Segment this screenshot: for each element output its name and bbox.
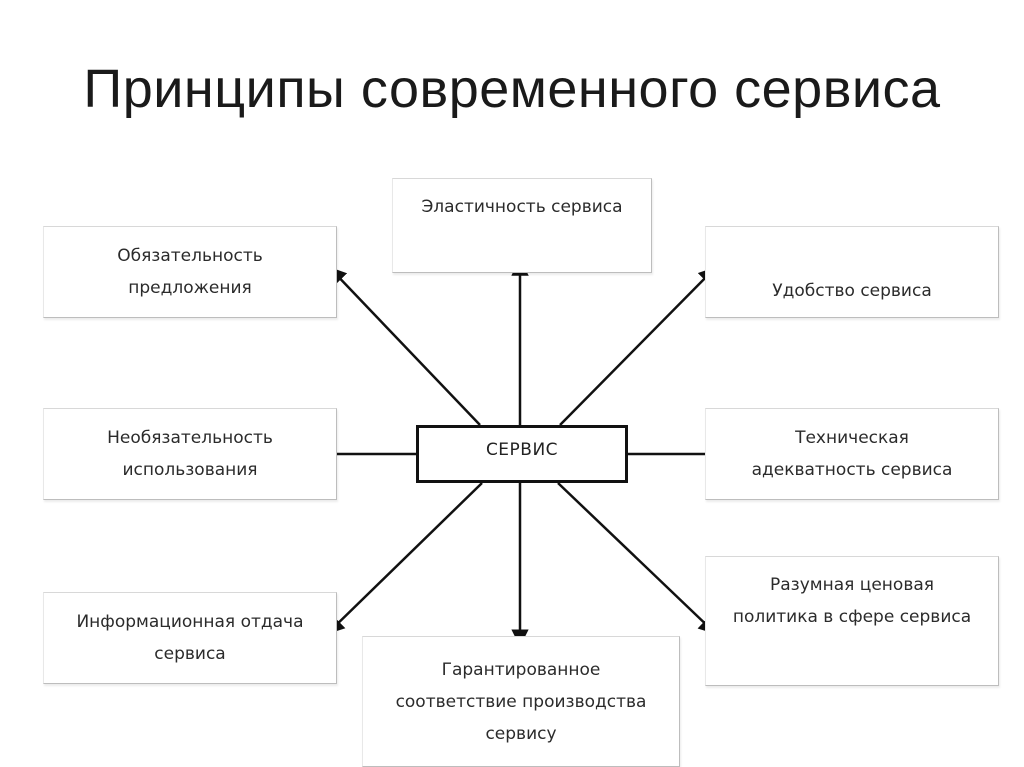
box-top: Эластичность сервиса — [392, 178, 652, 273]
box-mid-right: Техническая адекватность сервиса — [705, 408, 999, 500]
box-top-right-line-1: Удобство сервиса — [772, 281, 932, 301]
arrow-down-left — [326, 482, 483, 635]
box-bottom-right-line-2: политика в сфере сервиса — [732, 607, 972, 627]
arrow-up-left — [328, 266, 481, 426]
box-bottom-left: Информационная отдача сервиса — [43, 592, 337, 684]
box-top-left-line-1: Обязательность — [117, 246, 263, 266]
center-node-label: СЕРВИС — [485, 440, 559, 460]
box-bottom-line-1: Гарантированное — [441, 659, 601, 680]
box-bottom-right: Разумная ценовая политика в сфере сервис… — [705, 556, 999, 686]
box-top-left: Обязательность предложения — [43, 226, 337, 318]
box-bottom: Гарантированное соответствие производств… — [362, 636, 680, 767]
box-bottom-left-line-1: Информационная отдача — [76, 612, 304, 632]
box-bottom-line-2: соответствие производства — [395, 691, 647, 712]
box-mid-left: Необязательность использования — [43, 408, 337, 500]
box-mid-left-line-1: Необязательность — [107, 428, 273, 448]
box-top-line-1: Эластичность сервиса — [421, 197, 623, 217]
slide-title: Принципы современного сервиса — [83, 59, 941, 119]
box-mid-right-line-1: Техническая — [795, 428, 909, 448]
box-mid-right-line-2: адекватность сервиса — [751, 460, 953, 480]
box-top-left-line-2: предложения — [128, 278, 252, 298]
arrow-down-right — [557, 482, 717, 635]
box-top-right: Удобство сервиса — [705, 226, 999, 318]
arrow-up-right — [559, 266, 717, 426]
center-node: СЕРВИС — [416, 425, 628, 483]
box-bottom-line-3: сервису — [485, 723, 557, 744]
box-mid-left-line-2: использования — [122, 460, 258, 480]
box-bottom-left-line-2: сервиса — [154, 644, 226, 664]
box-bottom-right-line-1: Разумная ценовая — [770, 575, 934, 595]
